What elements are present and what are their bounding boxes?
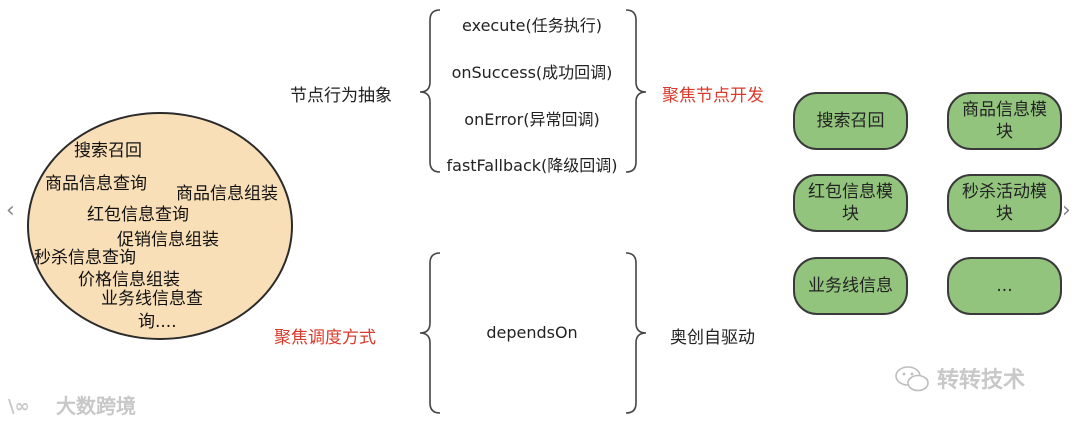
svg-text:\∞: \∞ bbox=[8, 396, 30, 417]
circle-item: 搜索召回 bbox=[74, 141, 142, 161]
circle-item: 红包信息查询 bbox=[87, 205, 189, 225]
brand-logo-icon: \∞ bbox=[8, 396, 30, 417]
circle-item: 价格信息组装 bbox=[78, 270, 180, 290]
focus-node-dev-label: 聚焦节点开发 bbox=[662, 86, 764, 106]
option-dependson: dependsOn bbox=[486, 323, 578, 342]
left-watermark: \∞ 大数跨境 bbox=[8, 390, 136, 419]
module-box: 秒杀活动模块 bbox=[947, 174, 1062, 232]
prev-arrow-icon[interactable]: ‹ bbox=[6, 198, 15, 223]
bottom-left-brace bbox=[419, 252, 441, 414]
option-fastfallback: fastFallback(降级回调) bbox=[446, 156, 618, 175]
right-watermark: 转转技术 bbox=[893, 362, 1025, 394]
option-onerror: onError(异常回调) bbox=[464, 110, 600, 129]
option-execute: execute(任务执行) bbox=[462, 16, 602, 35]
option-onsuccess: onSuccess(成功回调) bbox=[451, 63, 613, 82]
top-right-brace bbox=[625, 9, 647, 173]
wechat-icon bbox=[895, 366, 929, 392]
circle-item: 商品信息查询 bbox=[45, 174, 147, 194]
node-behavior-label: 节点行为抽象 bbox=[290, 86, 392, 106]
circle-item: 询.... bbox=[138, 312, 177, 332]
circle-item: 业务线信息查 bbox=[101, 289, 203, 309]
module-box: 红包信息模块 bbox=[793, 174, 908, 232]
right-watermark-text: 转转技术 bbox=[937, 368, 1026, 393]
circle-item: 促销信息组装 bbox=[117, 230, 219, 250]
top-left-brace bbox=[419, 9, 441, 173]
circle-item: 秒杀信息查询 bbox=[34, 248, 136, 268]
module-box: 商品信息模块 bbox=[947, 92, 1062, 150]
left-watermark-text: 大数跨境 bbox=[56, 394, 136, 418]
focus-schedule-label: 聚焦调度方式 bbox=[274, 328, 376, 348]
data-source-circle: 搜索召回 商品信息查询 商品信息组装 红包信息查询 促销信息组装 秒杀信息查询 … bbox=[27, 112, 293, 340]
module-box: ... bbox=[947, 257, 1062, 315]
module-box: 业务线信息 bbox=[793, 257, 908, 315]
self-driven-label: 奥创自驱动 bbox=[670, 328, 755, 348]
circle-item: 商品信息组装 bbox=[176, 184, 278, 204]
next-arrow-icon[interactable]: › bbox=[1062, 198, 1071, 223]
bottom-right-brace bbox=[625, 252, 647, 414]
module-box: 搜索召回 bbox=[793, 92, 908, 150]
